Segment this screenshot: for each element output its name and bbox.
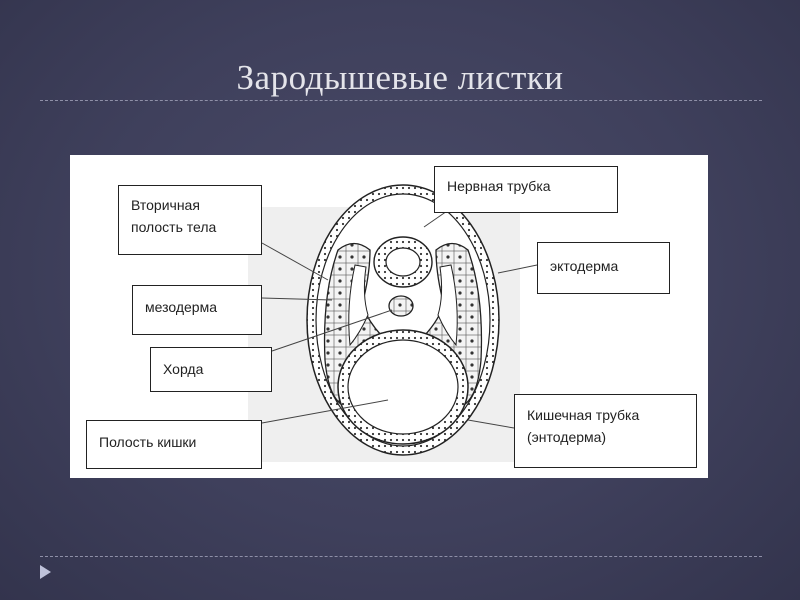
label-notochord-text: Хорда — [163, 361, 204, 377]
label-mesoderm-text: мезодерма — [145, 299, 217, 315]
neural-tube — [373, 236, 433, 288]
label-gut-cavity-text: Полость кишки — [99, 434, 197, 450]
label-notochord: Хорда — [150, 347, 272, 392]
label-mesoderm: мезодерма — [132, 285, 262, 335]
label-gut-cavity: Полость кишки — [86, 420, 262, 469]
embryo-cross-section — [248, 184, 538, 462]
gut-tube — [337, 329, 469, 445]
label-secondary-body-cavity-line2: полость тела — [131, 219, 217, 235]
label-gut-tube-line2: (энтодерма) — [527, 429, 607, 445]
label-gut-tube-endoderm: Кишечная трубка (энтодерма) — [514, 394, 697, 468]
footer-divider — [40, 556, 762, 557]
embryo-diagram: Вторичная полость тела Нервная трубка эк… — [70, 155, 708, 478]
pointer-lines — [261, 208, 538, 429]
arrow-right-icon[interactable] — [40, 565, 51, 579]
notochord — [388, 295, 414, 317]
title-divider — [40, 100, 762, 101]
label-gut-tube-line1: Кишечная трубка — [527, 407, 640, 423]
label-ectoderm: эктодерма — [537, 242, 670, 294]
label-neural-tube-text: Нервная трубка — [447, 178, 551, 194]
label-neural-tube: Нервная трубка — [434, 166, 618, 213]
label-ectoderm-text: эктодерма — [550, 258, 619, 274]
slide-title: Зародышевые листки — [236, 58, 564, 97]
label-secondary-body-cavity: Вторичная полость тела — [118, 185, 262, 255]
label-secondary-body-cavity-line1: Вторичная — [131, 197, 200, 213]
